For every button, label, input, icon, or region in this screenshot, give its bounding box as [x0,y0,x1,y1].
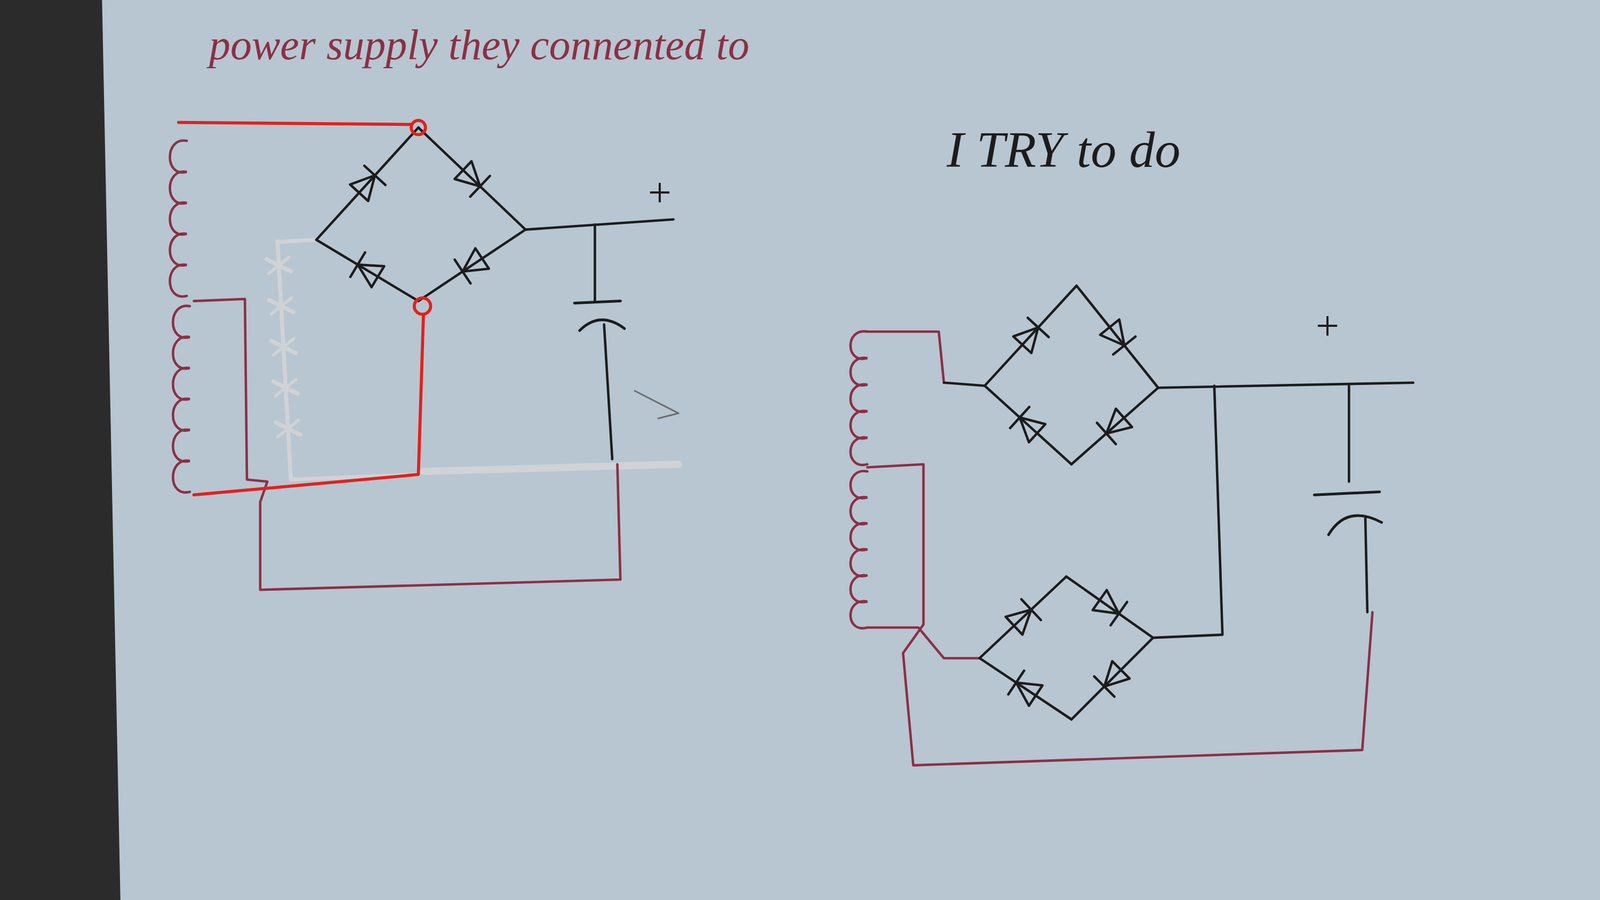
center-tap-wire [867,464,1373,766]
capacitor-plate [574,301,621,304]
diode-symbol [349,175,375,202]
coil-lead [944,382,986,387]
transformer-coil [850,331,868,466]
diode-symbol [1005,609,1032,635]
diode-bar [1010,406,1030,429]
diode-symbol [1100,319,1125,346]
transformer-coil [172,306,190,493]
diode-symbol [462,248,489,272]
wire [316,127,419,240]
erased-diode [268,257,290,274]
capacitor-plate [1328,515,1382,535]
diode-symbol [357,264,385,287]
erased-diode [275,379,296,397]
wire [1066,576,1154,638]
diode-bar [350,252,366,277]
highlight-circle [411,120,426,135]
highlight-circle [414,298,431,315]
wire [979,576,1067,659]
diode-bar [1021,599,1042,621]
diode-symbol [1019,417,1046,443]
diode-bar [1094,676,1115,698]
note-text: power supply they connented to [209,21,750,69]
polarity-mark: + [1313,302,1342,349]
highlight-wire [178,122,412,125]
diode-symbol [454,161,480,187]
wire [984,385,1072,464]
center-tap-wire [194,299,621,590]
polarity-mark: + [645,169,674,216]
note-text: I TRY to do [946,121,1181,179]
diode-bar [1097,422,1116,445]
diode-bar [1110,602,1127,626]
capacitor-lead [1365,516,1368,613]
erased-diode [270,298,292,315]
diode-bar [454,259,471,284]
transformer-coil [170,140,188,298]
bridge-link-wire [1153,385,1223,638]
diode-symbol [1104,661,1130,687]
diode-bar [1027,317,1049,338]
diode-bar [470,176,491,197]
erased-wire [277,242,419,480]
highlight-wire [194,314,424,495]
diode-symbol [1013,327,1039,354]
erased-wire [423,464,679,472]
diode-symbol [1016,682,1043,707]
coil-lead [867,331,944,383]
wire [984,285,1077,387]
erased-wire [277,240,317,243]
wire [1071,637,1154,720]
erased-diode [273,338,294,356]
wire [418,229,526,302]
pen-mark [634,390,679,419]
paper-sheet [101,0,1600,900]
diode-symbol [1106,409,1132,434]
capacitor-lead [1347,385,1351,482]
capacitor-plate [579,320,625,331]
wire [1076,285,1158,388]
diode-bar [364,165,386,186]
transformer-coil [850,471,868,629]
erased-diode [277,420,299,437]
output-wire [525,219,674,230]
diode-symbol [1092,590,1119,614]
wire [316,240,419,302]
capacitor-plate [1314,491,1380,495]
capacitor-lead [593,224,597,302]
coil-lead [867,627,980,659]
output-wire [1158,382,1414,389]
wire [418,127,526,230]
capacitor-lead [604,324,613,460]
diode-bar [1113,336,1136,355]
wire [1071,387,1159,465]
diode-bar [1008,670,1024,695]
wire [979,658,1072,720]
